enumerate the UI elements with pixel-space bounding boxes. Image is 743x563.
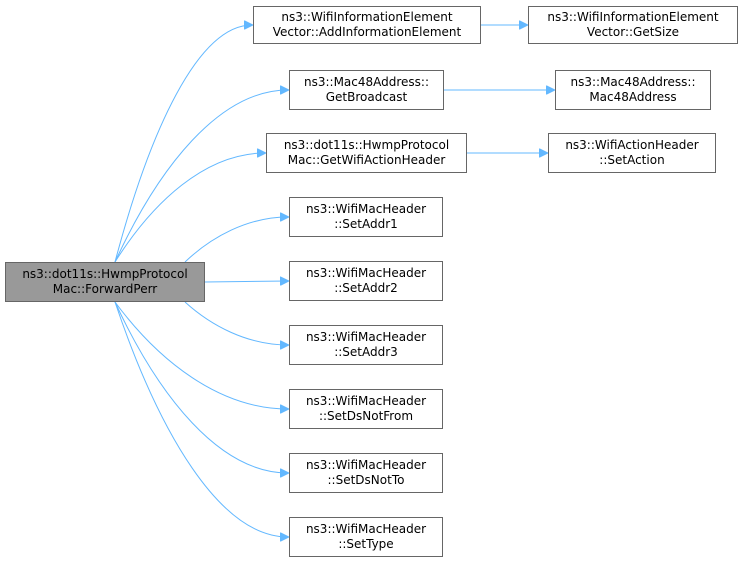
node-label-line2: GetBroadcast bbox=[325, 90, 408, 104]
edge-root-to-set_ds_not_to bbox=[114, 301, 288, 473]
node-label-line2: ::SetDsNotTo bbox=[327, 473, 405, 487]
edge-root-to-set_ds_not_from bbox=[114, 301, 288, 409]
node-label-line1: ns3::WifiMacHeader bbox=[305, 202, 427, 216]
node-label-line1: ns3::WifiMacHeader bbox=[305, 330, 427, 344]
node-label-line2: Vector::AddInformationElement bbox=[272, 25, 462, 39]
node-label-line1: ns3::dot11s::HwmpProtocol bbox=[22, 267, 188, 281]
node-get-size[interactable]: ns3::WifiInformationElement Vector::GetS… bbox=[528, 6, 738, 44]
edge-root-to-set_type bbox=[114, 301, 288, 537]
node-add-information-element[interactable]: ns3::WifiInformationElement Vector::AddI… bbox=[253, 6, 481, 44]
edge-root-to-set_addr1 bbox=[184, 217, 288, 263]
node-label-line2: Mac::ForwardPerr bbox=[52, 282, 158, 296]
edge-root-to-get_action_hdr bbox=[114, 153, 265, 263]
node-label-line2: ::SetDsNotFrom bbox=[318, 409, 414, 423]
edge-root-to-add_ie bbox=[114, 25, 252, 263]
node-label-line2: ::SetAction bbox=[599, 153, 665, 167]
node-label-line1: ns3::WifiInformationElement bbox=[547, 10, 719, 24]
node-label-line2: ::SetAddr2 bbox=[334, 281, 398, 295]
node-label-line1: ns3::dot11s::HwmpProtocol bbox=[283, 138, 450, 152]
node-label-line2: Mac48Address bbox=[589, 90, 677, 104]
node-set-ds-not-from[interactable]: ns3::WifiMacHeader ::SetDsNotFrom bbox=[289, 389, 443, 429]
node-set-addr1[interactable]: ns3::WifiMacHeader ::SetAddr1 bbox=[289, 197, 443, 237]
edge-root-to-get_broadcast bbox=[114, 90, 288, 263]
node-label-line1: ns3::WifiMacHeader bbox=[305, 522, 427, 536]
node-label-line2: Vector::GetSize bbox=[586, 25, 680, 39]
node-label-line1: ns3::Mac48Address:: bbox=[303, 75, 430, 89]
node-label-line2: ::SetType bbox=[338, 537, 394, 551]
node-mac48-address-ctor[interactable]: ns3::Mac48Address:: Mac48Address bbox=[555, 70, 711, 110]
node-set-action[interactable]: ns3::WifiActionHeader ::SetAction bbox=[548, 133, 716, 173]
node-label-line1: ns3::WifiActionHeader bbox=[565, 138, 699, 152]
node-set-addr2[interactable]: ns3::WifiMacHeader ::SetAddr2 bbox=[289, 261, 443, 301]
node-set-type[interactable]: ns3::WifiMacHeader ::SetType bbox=[289, 517, 443, 557]
node-label-line1: ns3::WifiMacHeader bbox=[305, 458, 427, 472]
node-label-line1: ns3::WifiMacHeader bbox=[305, 394, 427, 408]
node-label-line2: Mac::GetWifiActionHeader bbox=[287, 153, 446, 167]
node-get-wifi-action-header[interactable]: ns3::dot11s::HwmpProtocol Mac::GetWifiAc… bbox=[266, 133, 467, 173]
node-label-line2: ::SetAddr1 bbox=[334, 217, 398, 231]
node-set-ds-not-to[interactable]: ns3::WifiMacHeader ::SetDsNotTo bbox=[289, 453, 443, 493]
node-label-line1: ns3::WifiMacHeader bbox=[305, 266, 427, 280]
node-label-line2: ::SetAddr3 bbox=[334, 345, 398, 359]
node-hwmp-forward-perr: ns3::dot11s::HwmpProtocol Mac::ForwardPe… bbox=[5, 262, 205, 302]
node-get-broadcast[interactable]: ns3::Mac48Address:: GetBroadcast bbox=[289, 70, 444, 110]
edge-root-to-set_addr2 bbox=[204, 281, 288, 282]
node-label-line1: ns3::WifiInformationElement bbox=[281, 10, 453, 24]
edge-root-to-set_addr3 bbox=[184, 301, 288, 345]
node-set-addr3[interactable]: ns3::WifiMacHeader ::SetAddr3 bbox=[289, 325, 443, 365]
node-label-line1: ns3::Mac48Address:: bbox=[570, 75, 696, 89]
